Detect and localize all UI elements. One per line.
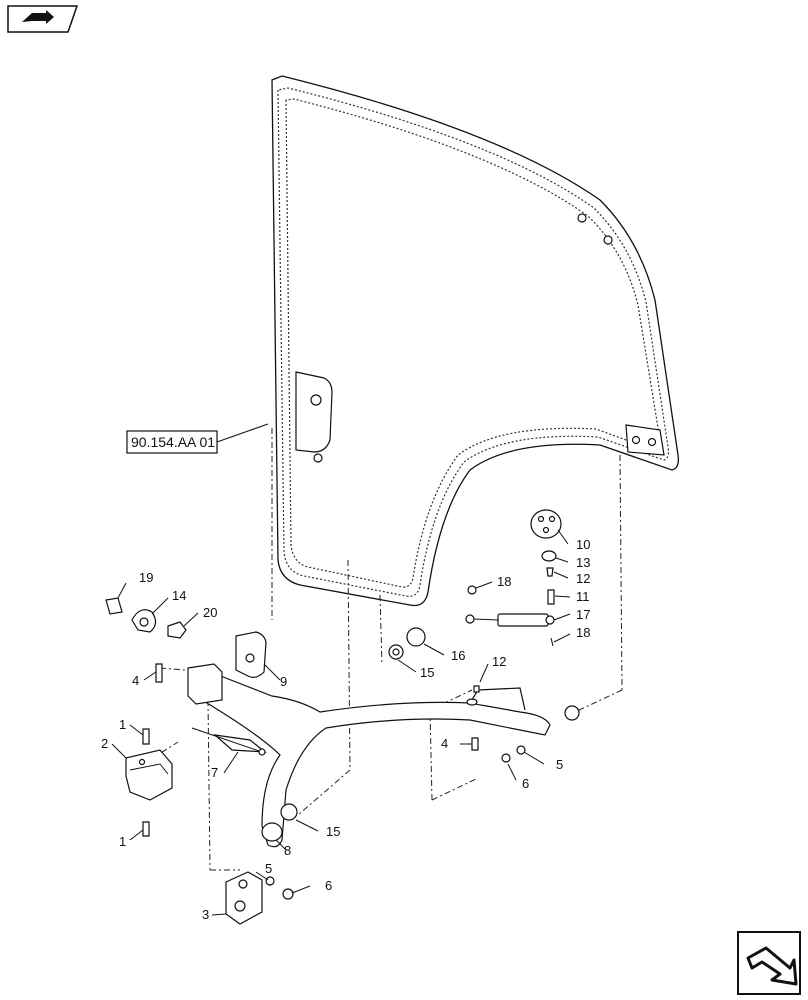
callout-1-top: 1 [119, 717, 126, 732]
leader-lines [111, 529, 571, 916]
callout-1-bottom: 1 [119, 834, 126, 849]
washer-16 [406, 627, 426, 647]
callout-10: 10 [576, 537, 590, 552]
nut-6-bottom [282, 888, 294, 900]
washer-right [564, 705, 580, 721]
callout-12-mid: 12 [492, 654, 506, 669]
callout-13: 13 [576, 555, 590, 570]
door-glass [271, 75, 680, 607]
reference-label: 90.154.AA 01 [131, 434, 215, 450]
callout-4-right: 4 [441, 736, 448, 751]
hinge-arm [199, 667, 551, 848]
callout-15-bottom: 15 [326, 824, 340, 839]
callout-15-top: 15 [420, 665, 434, 680]
nut-12 [546, 567, 554, 577]
callout-7: 7 [211, 765, 218, 780]
bolt-11 [547, 589, 555, 605]
pin-18 [550, 637, 554, 647]
washer-5-bottom [265, 876, 275, 886]
washer-13 [541, 550, 557, 562]
washer-5-right [516, 745, 526, 755]
bolt-4-right [471, 737, 479, 751]
knob-10 [530, 509, 562, 539]
callout-19: 19 [139, 570, 153, 585]
block-3 [225, 871, 263, 925]
callout-12-top: 12 [576, 571, 590, 586]
callout-16: 16 [451, 648, 465, 663]
callout-3: 3 [202, 907, 209, 922]
fitting-20 [167, 621, 187, 639]
washer-15-bottom [280, 803, 298, 821]
callout-2: 2 [101, 736, 108, 751]
callout-5-bottom: 5 [265, 861, 272, 876]
callout-20: 20 [203, 605, 217, 620]
callout-5-right: 5 [556, 757, 563, 772]
nut-18-top [467, 585, 477, 595]
bolt-4-left [155, 663, 163, 683]
latch-7 [191, 727, 267, 756]
callout-18-right: 18 [576, 625, 590, 640]
callout-numbers: 19 14 20 9 4 1 2 1 7 8 15 5 6 3 15 16 18… [101, 537, 590, 922]
gas-strut-17 [465, 613, 555, 627]
reference-link[interactable]: 90.154.AA 01 [126, 430, 218, 454]
bolt-1-bottom [142, 821, 150, 837]
callout-9: 9 [280, 674, 287, 689]
book-arrow-icon[interactable] [7, 5, 79, 33]
clip-19 [105, 597, 123, 615]
arm-bracket [187, 663, 223, 705]
bolt-1-top [142, 728, 150, 745]
callout-8: 8 [284, 843, 291, 858]
nut-12-mid [473, 685, 480, 693]
block-2 [125, 749, 173, 801]
callout-4-left: 4 [132, 673, 139, 688]
next-page-arrow-icon[interactable] [737, 931, 801, 995]
callout-11: 11 [576, 589, 590, 604]
callout-6-bottom: 6 [325, 878, 332, 893]
callout-6-right: 6 [522, 776, 529, 791]
alignment-lines [149, 428, 623, 871]
callout-17: 17 [576, 607, 590, 622]
nut-6-right [501, 753, 511, 763]
callout-18-top: 18 [497, 574, 511, 589]
callout-14: 14 [172, 588, 186, 603]
